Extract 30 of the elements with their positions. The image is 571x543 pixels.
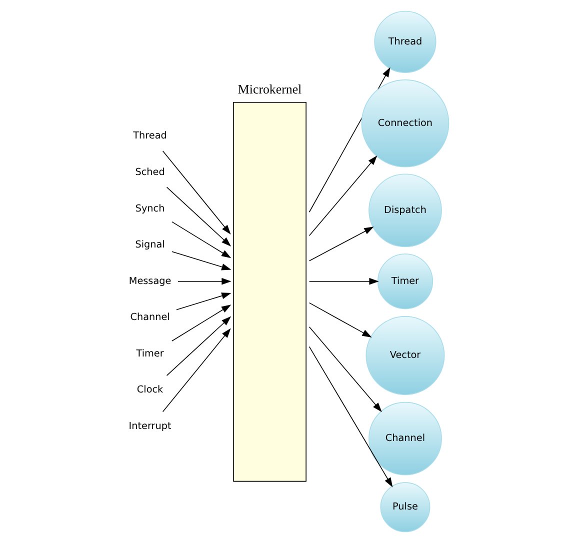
arrow (166, 316, 232, 376)
node-text: Channel (130, 312, 170, 324)
node-text: Signal (135, 240, 165, 251)
node-circle: Vector (366, 316, 445, 396)
arrow (172, 304, 232, 342)
node-circle: Timer (377, 254, 434, 310)
node-text: Sched (135, 167, 165, 178)
arrow (166, 186, 232, 246)
node-text: Synch (135, 203, 165, 214)
arrow (308, 155, 378, 236)
node-circle: Dispatch (368, 174, 442, 248)
arrow (172, 251, 232, 270)
node-circle: Pulse (380, 482, 430, 532)
arrow (308, 346, 393, 488)
node-text: Message (128, 276, 172, 287)
node-text: Interrupt (128, 421, 172, 432)
node-text: Clock (136, 384, 164, 396)
arrow (308, 302, 372, 338)
arrow (162, 328, 231, 412)
node-text: Thread (133, 130, 167, 142)
node-label: Microkernel (238, 82, 302, 96)
node-text: Timer (136, 348, 164, 360)
arrow (172, 221, 232, 258)
arrow (162, 150, 231, 235)
arrow (308, 326, 382, 412)
arrow (176, 292, 232, 310)
node-circle: Thread (374, 10, 436, 73)
arrow (308, 278, 379, 285)
arrow (178, 278, 232, 285)
arrow (308, 226, 374, 262)
